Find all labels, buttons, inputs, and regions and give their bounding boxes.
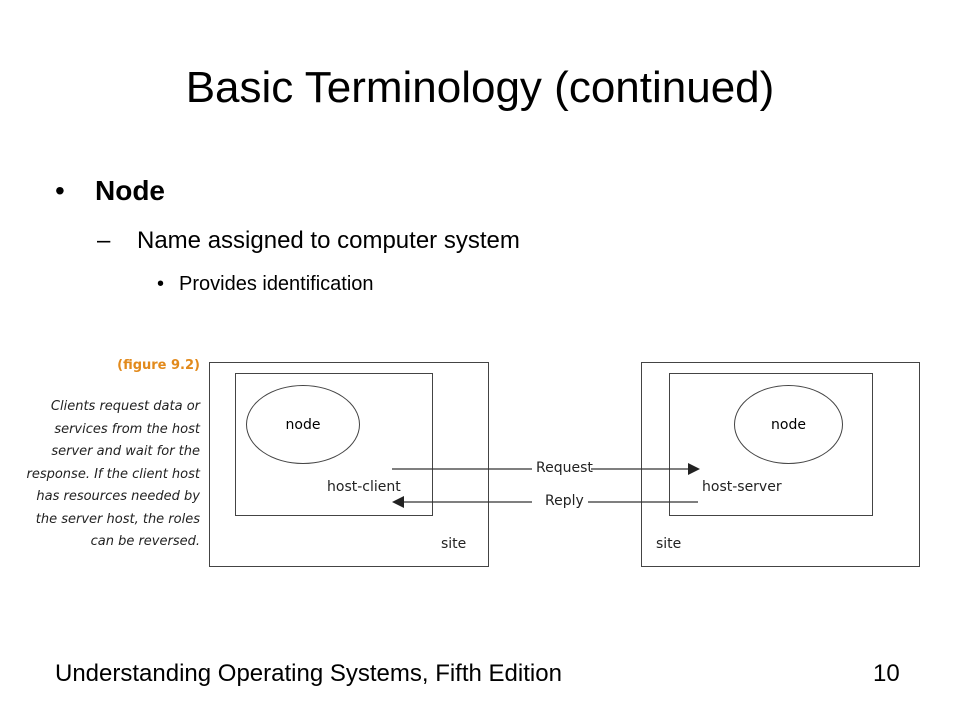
caption-line: Clients request data or <box>50 399 200 414</box>
left-host-box <box>235 373 433 516</box>
right-host-box <box>669 373 873 516</box>
left-node-ellipse: node <box>246 385 360 464</box>
dash-icon: – <box>97 227 111 254</box>
bullet-dot-icon: • <box>157 273 165 295</box>
host-client-label: host-client <box>327 479 401 495</box>
right-site-label: site <box>656 536 682 552</box>
right-node-ellipse: node <box>734 385 843 464</box>
caption-line: response. If the client host <box>26 466 200 482</box>
request-arrow <box>392 463 700 475</box>
caption-line: the server host, the roles <box>35 511 200 527</box>
bullet-node: • Node <box>55 175 165 207</box>
caption-line: services from the host <box>54 421 200 437</box>
host-server-label: host-server <box>702 479 782 495</box>
reply-label: Reply <box>545 493 584 509</box>
bullet-dot-icon: • <box>55 175 65 206</box>
left-site-label: site <box>441 536 467 552</box>
caption-line: has resources needed by <box>36 489 200 504</box>
page-number: 10 <box>873 660 900 687</box>
sub-sub-bullet-identification: • Provides identification <box>157 273 374 296</box>
footer-book-title: Understanding Operating Systems, Fifth E… <box>55 660 562 687</box>
request-label: Request <box>536 460 593 476</box>
left-site-box <box>209 362 489 567</box>
slide-title: Basic Terminology (continued) <box>185 63 775 112</box>
sub-bullet-name-text: Name assigned to computer system <box>137 227 520 254</box>
figure-caption: Clients request data or services from th… <box>0 396 200 554</box>
caption-line: can be reversed. <box>90 534 200 549</box>
reply-arrow <box>392 496 698 508</box>
sub-bullet-name: –Name assigned to computer system <box>97 227 520 255</box>
bullet-node-text: Node <box>95 175 165 206</box>
figure-label: (figure 9.2) <box>117 358 200 373</box>
right-site-box <box>641 362 920 567</box>
sub-sub-bullet-text: Provides identification <box>179 273 374 295</box>
caption-line: server and wait for the <box>51 444 200 459</box>
